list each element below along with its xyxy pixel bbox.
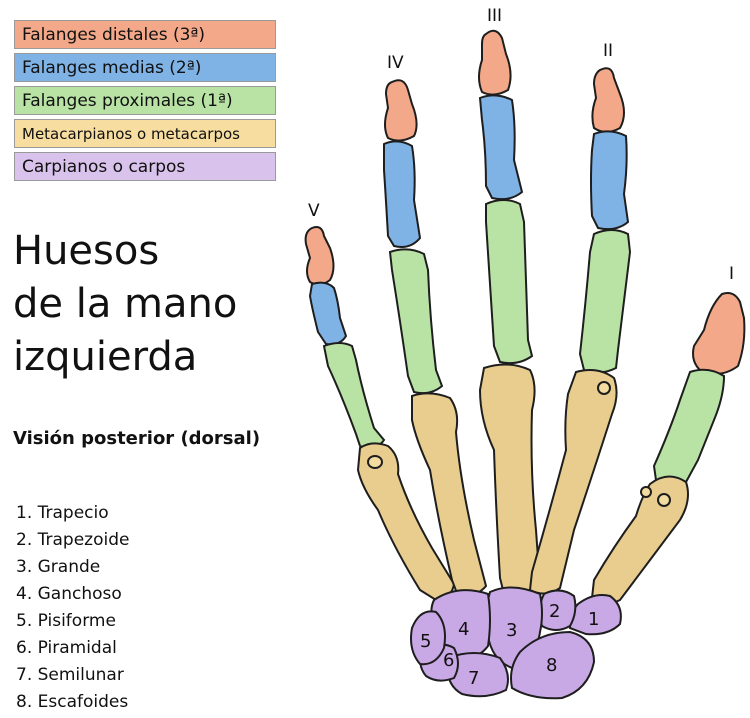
distal-phalanx-v: [306, 227, 334, 285]
distal-phalanx-iii: [479, 31, 511, 95]
digit-label-ii: II: [603, 41, 613, 61]
proximal-phalanx-ii: [580, 230, 630, 373]
metacarpal-i-head: [658, 494, 670, 506]
carpal-bones: 1 2 3 4 5 6 7 8: [411, 587, 621, 698]
middle-phalanx-ii: [591, 131, 628, 229]
proximal-phalanx-iv: [390, 249, 442, 393]
carpal-number-7: 7: [468, 668, 479, 689]
metacarpal-ii: [530, 370, 617, 594]
metacarpal-i: [592, 476, 688, 603]
digit-label-iv: IV: [387, 53, 404, 73]
carpal-number-4: 4: [458, 619, 469, 640]
middle-phalanx-v: [310, 283, 346, 345]
proximal-phalanx-iii: [486, 200, 532, 363]
carpal-number-8: 8: [546, 655, 557, 676]
digit-label-iii: III: [487, 6, 502, 26]
carpal-number-5: 5: [420, 631, 431, 652]
digit-label-i: I: [729, 264, 734, 284]
proximal-phalanx-v: [324, 343, 384, 448]
proximal-phalanx-i: [654, 370, 724, 486]
metacarpal-v-head: [368, 456, 382, 468]
carpal-number-1: 1: [588, 609, 599, 630]
middle-phalanx-iii: [480, 95, 522, 199]
distal-phalanx-ii: [592, 68, 624, 132]
digit-label-v: V: [308, 201, 320, 221]
carpal-number-2: 2: [549, 601, 560, 622]
distal-phalanx-iv: [385, 80, 417, 140]
metacarpal-ii-head: [598, 382, 610, 394]
metacarpal-iii: [480, 364, 540, 595]
carpal-number-3: 3: [506, 620, 517, 641]
sesamoid: [641, 487, 651, 497]
middle-phalanx-iv: [384, 141, 420, 247]
distal-phalanx-i: [693, 293, 744, 374]
carpal-number-6: 6: [443, 650, 454, 671]
digit-iii: [479, 31, 540, 595]
digit-ii: [530, 68, 630, 593]
